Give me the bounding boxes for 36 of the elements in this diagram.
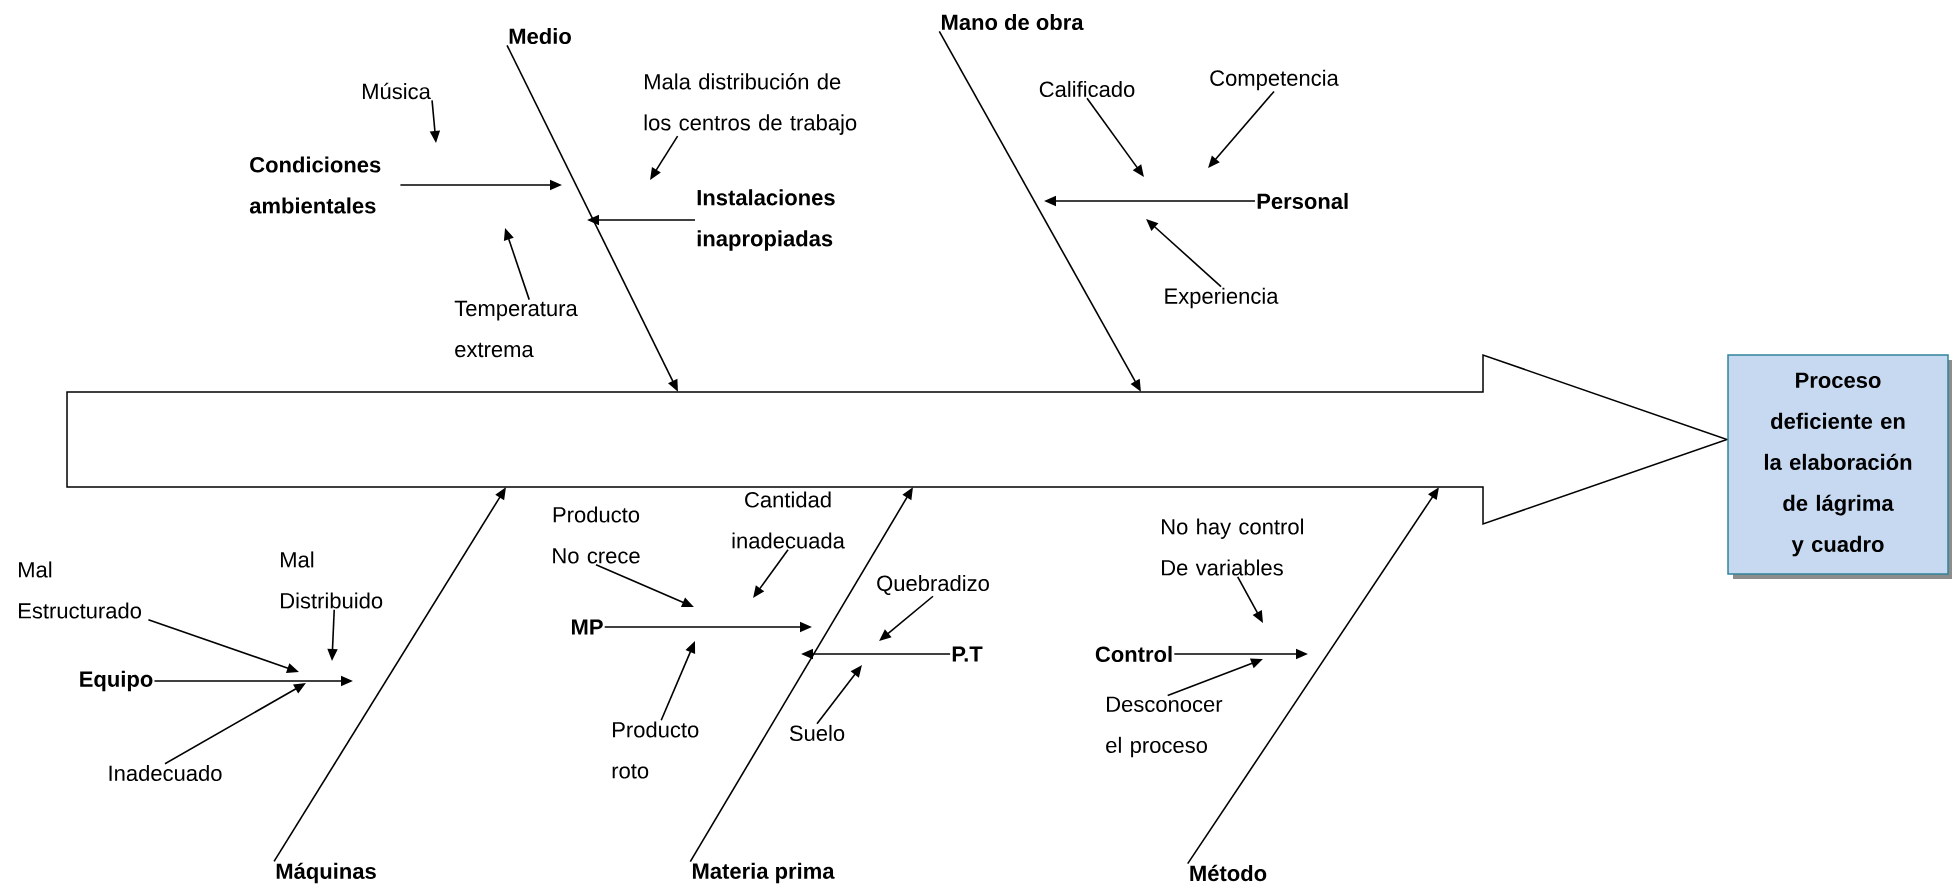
cause-label: Quebradizo	[877, 574, 989, 596]
cause-label: Suelo	[789, 724, 845, 742]
cause-label: Producto roto	[612, 721, 699, 779]
cause-label: Producto No crece	[553, 506, 640, 564]
arrow	[1086, 97, 1144, 177]
category-label: Medio	[509, 27, 571, 45]
cause-label: Mal Estructurado	[19, 561, 141, 619]
cause-label: Temperatura extrema	[454, 300, 578, 358]
category-label: Máquinas	[276, 862, 376, 884]
arrow	[650, 135, 679, 180]
cause-label: P.T	[952, 646, 983, 662]
effect-box: Proceso deficiente en la elaboración de lágrima y cuadro	[1727, 354, 1952, 579]
cause-label: Control	[1095, 645, 1172, 663]
arrow	[816, 665, 862, 725]
category-label: Mano de obra	[942, 13, 1084, 31]
arrow	[753, 549, 789, 598]
arrow	[1146, 219, 1222, 288]
cause-label: Cantidad inadecuada	[732, 491, 845, 549]
cause-label: No hay control De variables	[1162, 518, 1303, 576]
cause-label: Música	[362, 82, 431, 100]
cause-label: Mal Distribuido	[281, 551, 383, 609]
cause-label: MP	[572, 619, 603, 635]
cause-label: Calificado	[1039, 80, 1135, 98]
cause-label: Personal	[1257, 192, 1348, 210]
cause-label: Desconocer el proceso	[1106, 696, 1223, 758]
cause-label: Equipo	[80, 670, 153, 692]
arrow	[879, 595, 934, 641]
category-label: Método	[1190, 864, 1267, 882]
cause-label: Instalaciones inapropiadas	[697, 189, 835, 251]
cause-label: Experiencia	[1165, 287, 1279, 309]
cause-label: Condiciones ambientales	[249, 156, 381, 214]
cause-label: Mala distribución de los centros de trabajo	[644, 73, 857, 135]
cause-label: Inadecuado	[109, 764, 222, 782]
category-label: Materia prima	[692, 862, 835, 884]
arrow	[1208, 90, 1275, 168]
cause-label: Competencia	[1210, 69, 1339, 91]
